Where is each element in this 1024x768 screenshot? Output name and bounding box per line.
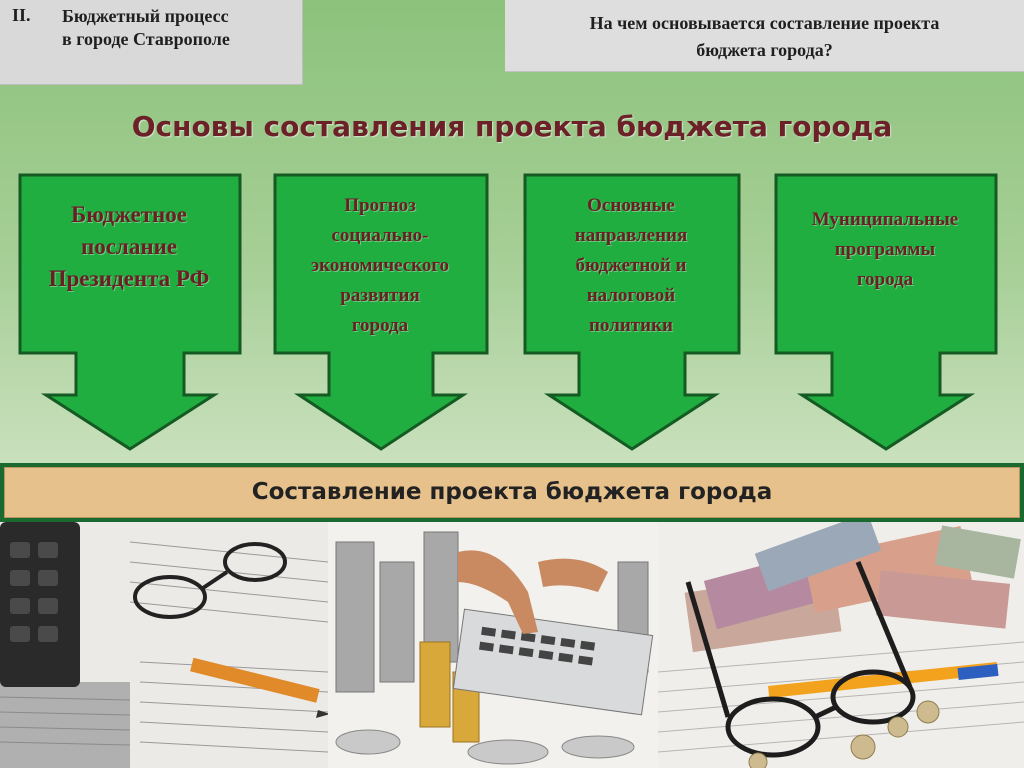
section-title-line2: в городе Ставрополе bbox=[62, 29, 230, 49]
main-title: Основы составления проекта бюджета город… bbox=[131, 110, 893, 143]
down-arrow-icon bbox=[18, 173, 242, 451]
result-bar: Составление проекта бюджета города bbox=[0, 463, 1024, 522]
source-box-4: Муниципальные программы города bbox=[774, 173, 998, 451]
source-box-1-label: Бюджетное послание Президента РФ bbox=[48, 202, 210, 291]
down-arrow-icon bbox=[273, 173, 489, 451]
down-arrow-icon bbox=[774, 173, 998, 451]
section-title: Бюджетный процесс в городе Ставрополе bbox=[62, 5, 230, 51]
source-box-4-label: Муниципальные программы города bbox=[811, 209, 959, 290]
source-box-3: Основные направления бюджетной и налогов… bbox=[523, 173, 747, 451]
coins-calculator-photo bbox=[328, 522, 658, 768]
source-box-2-label: Прогноз социально- экономического развит… bbox=[310, 195, 450, 336]
calculator-glasses-spreadsheet-photo bbox=[0, 522, 328, 768]
section-number: II. bbox=[12, 5, 31, 25]
question-line1: На чем основывается составление проекта bbox=[589, 13, 940, 33]
source-box-2: Прогноз социально- экономического развит… bbox=[273, 173, 497, 451]
source-box-1: Бюджетное послание Президента РФ bbox=[18, 173, 242, 451]
result-label: Составление проекта бюджета города bbox=[4, 467, 1020, 518]
question-line2: бюджета города? bbox=[696, 40, 833, 60]
banknotes-glasses-pen-photo bbox=[658, 522, 1024, 768]
section-title-line1: Бюджетный процесс bbox=[62, 6, 229, 26]
question-box: На чем основывается составление проекта … bbox=[505, 0, 1024, 72]
section-header: II. Бюджетный процесс в городе Ставропол… bbox=[0, 0, 303, 85]
source-box-3-label: Основные направления бюджетной и налогов… bbox=[574, 195, 688, 336]
down-arrow-icon bbox=[523, 173, 741, 451]
